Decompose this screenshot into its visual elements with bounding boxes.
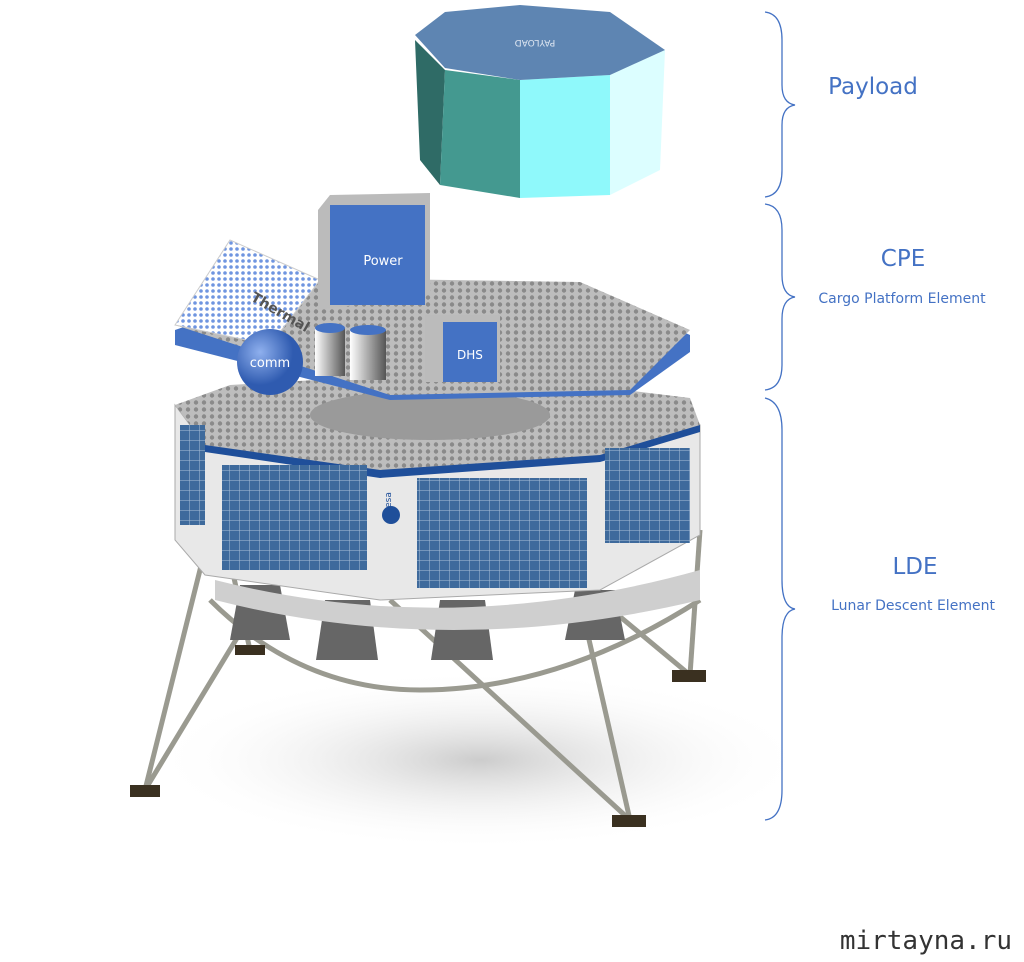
footpad-icon bbox=[235, 645, 265, 655]
section-braces bbox=[764, 11, 796, 821]
comm-module: comm bbox=[237, 329, 303, 395]
lde-label: LDE bbox=[892, 554, 938, 580]
svg-text:DHS: DHS bbox=[457, 348, 483, 362]
svg-text:comm: comm bbox=[250, 356, 290, 371]
footpad-icon bbox=[612, 815, 646, 827]
lde-sublabel: Lunar Descent Element bbox=[831, 598, 995, 614]
footpad-icon bbox=[672, 670, 706, 682]
thermal-radiator: Thermal bbox=[174, 239, 321, 346]
power-module: Power bbox=[318, 193, 430, 310]
cpe-sublabel: Cargo Platform Element bbox=[818, 291, 986, 307]
esa-logo-icon bbox=[382, 506, 400, 524]
payload-label: Payload bbox=[828, 74, 918, 100]
solar-panel bbox=[605, 448, 690, 543]
solar-panel bbox=[222, 465, 367, 570]
watermark: mirtayna.ru bbox=[839, 926, 1012, 956]
cpe-label: CPE bbox=[880, 246, 926, 272]
solar-panel bbox=[180, 425, 205, 525]
footpad-icon bbox=[130, 785, 160, 797]
svg-text:Power: Power bbox=[363, 254, 403, 269]
payload-text: PAYLOAD bbox=[515, 37, 556, 47]
solar-panel bbox=[417, 478, 587, 588]
tanks bbox=[315, 323, 386, 380]
payload-module: PAYLOAD bbox=[415, 5, 665, 198]
dhs-module: DHS bbox=[425, 315, 500, 382]
lde-body: esa bbox=[174, 378, 701, 601]
svg-text:esa: esa bbox=[384, 492, 394, 508]
